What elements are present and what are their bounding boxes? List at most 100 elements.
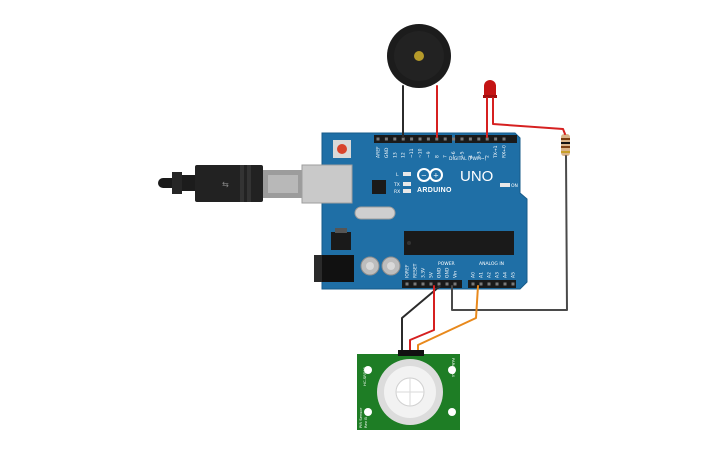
svg-text:+: + <box>433 172 439 180</box>
pir-rev-label: Rev B <box>363 417 368 428</box>
red-led[interactable] <box>483 80 497 98</box>
tx-label: TX <box>393 182 400 188</box>
pir-bottom-label: PIR Sensor <box>358 407 363 428</box>
led-rx <box>403 189 411 193</box>
usb-icon: ⇆ <box>222 180 229 189</box>
power-pin[interactable] <box>429 282 433 286</box>
usb-b-socket <box>301 164 353 204</box>
digital-pin-label: GND <box>384 147 390 158</box>
analog-pin-label: A2 <box>487 272 493 278</box>
arduino-brand-text: ARDUINO <box>417 187 452 194</box>
digital-pin[interactable] <box>401 137 405 141</box>
led-tx <box>403 182 411 186</box>
power-pin-label: GND <box>437 267 443 278</box>
digital-pin[interactable] <box>443 137 447 141</box>
power-pin-label: Vin <box>453 271 459 278</box>
digital-pin[interactable] <box>418 137 422 141</box>
digital-pin[interactable] <box>452 137 456 141</box>
pir-side-label: PARALLAX <box>451 358 456 378</box>
pir-sensor[interactable]: HC-SR501 PARALLAX PIR Sensor Rev B <box>357 350 460 430</box>
pir-mount-hole-tr <box>448 366 456 374</box>
power-pin-label: RESET <box>413 263 419 278</box>
piezo-buzzer[interactable] <box>387 24 451 88</box>
digital-pin-label: ~3 <box>476 151 482 158</box>
led-on <box>500 183 510 187</box>
digital-pin[interactable] <box>485 137 489 141</box>
digital-pin-label: RX←0 <box>502 145 508 158</box>
pir-mount-hole-br <box>448 408 456 416</box>
digital-pin[interactable] <box>426 137 430 141</box>
power-pin[interactable] <box>445 282 449 286</box>
digital-pin-label: ~10 <box>418 148 424 158</box>
power-pin-label: 5V <box>429 271 435 278</box>
digital-pin-label: TX→1 <box>493 145 499 159</box>
digital-pin-label: 12 <box>401 152 407 158</box>
analog-pin[interactable] <box>495 282 499 286</box>
capacitor-2 <box>381 256 401 276</box>
analog-label: ANALOG IN <box>479 261 504 267</box>
power-pin[interactable] <box>421 282 425 286</box>
wire-led-resistor <box>492 97 566 135</box>
power-pin-label: 3.3V <box>421 267 427 278</box>
power-pin-label: GND <box>445 267 451 278</box>
l-label: L <box>396 172 399 178</box>
power-analog-headers <box>402 280 516 288</box>
resistor[interactable] <box>561 134 570 156</box>
analog-pin-label: A3 <box>495 272 501 278</box>
pir-mount-hole-bl <box>364 408 372 416</box>
wire-pir-vcc <box>409 285 435 354</box>
digital-pin[interactable] <box>494 137 498 141</box>
digital-pin[interactable] <box>502 137 506 141</box>
digital-pin[interactable] <box>376 137 380 141</box>
analog-pin-label: A1 <box>479 272 485 278</box>
digital-pin-label: 7 <box>443 155 449 158</box>
digital-pin[interactable] <box>393 137 397 141</box>
reset-button[interactable] <box>333 140 351 158</box>
digital-pin-label: 8 <box>434 155 440 158</box>
analog-pin[interactable] <box>471 282 475 286</box>
power-pin-label: IOREF <box>405 264 411 278</box>
analog-pin[interactable] <box>487 282 491 286</box>
analog-pin-label: A0 <box>471 272 477 278</box>
voltage-regulator <box>331 232 351 250</box>
digital-pin[interactable] <box>460 137 464 141</box>
digital-pin-label: ~11 <box>409 148 415 158</box>
arduino-logo: − + <box>417 168 443 182</box>
arduino-uno-board[interactable]: L TX RX ON − + ARDUINO UNO DIGITAL (PWM~… <box>301 132 528 290</box>
uno-model-text: UNO <box>460 168 493 185</box>
power-pin[interactable] <box>453 282 457 286</box>
digital-header-label: DIGITAL (PWM~) <box>449 156 487 162</box>
digital-pin-label: 4 <box>468 155 474 158</box>
digital-pin-label: ~5 <box>460 151 466 158</box>
analog-pin-label: A5 <box>511 272 517 278</box>
analog-pin[interactable] <box>511 282 515 286</box>
digital-pin[interactable] <box>384 137 388 141</box>
atmega-chip <box>404 231 514 255</box>
capacitor-1 <box>360 256 380 276</box>
crystal-oscillator <box>354 206 396 220</box>
on-label: ON <box>511 183 518 189</box>
power-pin[interactable] <box>437 282 441 286</box>
svg-text:−: − <box>421 172 427 180</box>
power-pin[interactable] <box>413 282 417 286</box>
analog-pin[interactable] <box>479 282 483 286</box>
digital-pin-label: 13 <box>392 152 398 158</box>
analog-pin-label: A4 <box>503 272 509 278</box>
digital-pin[interactable] <box>477 137 481 141</box>
digital-pin-label: ~6 <box>451 151 457 158</box>
wire-resistor-gnd <box>451 155 568 311</box>
pir-model-label: HC-SR501 <box>362 366 367 386</box>
power-pin[interactable] <box>405 282 409 286</box>
wire-pir-out <box>417 285 479 354</box>
wire-pir-gnd <box>401 285 441 354</box>
digital-pin-label: 2 <box>485 155 491 158</box>
digital-pin[interactable] <box>410 137 414 141</box>
analog-pin[interactable] <box>503 282 507 286</box>
power-label: POWER <box>438 261 455 267</box>
rx-label: RX <box>394 189 400 195</box>
digital-pin[interactable] <box>468 137 472 141</box>
usb-chip <box>372 180 386 194</box>
led-l <box>403 172 411 176</box>
digital-pin[interactable] <box>435 137 439 141</box>
